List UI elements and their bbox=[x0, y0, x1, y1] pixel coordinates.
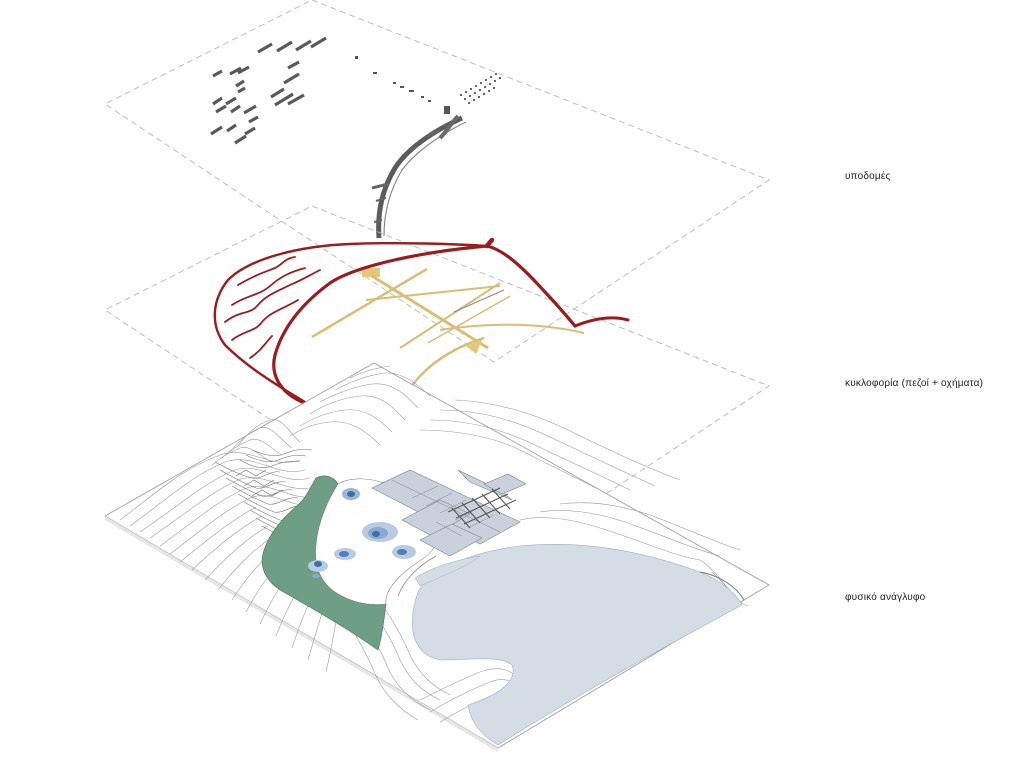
pergola-structure bbox=[447, 487, 517, 529]
building-grid bbox=[391, 479, 501, 537]
hillside-hatching bbox=[214, 448, 317, 545]
terrain-base bbox=[104, 362, 770, 749]
harbor-jetty bbox=[699, 571, 745, 601]
building-blocks bbox=[210, 36, 327, 145]
layer-label-terrain: φυσικό ανάγλυφο bbox=[845, 592, 926, 603]
pedestrian-network bbox=[311, 267, 585, 466]
infrastructure-layer bbox=[104, 0, 770, 363]
layer-label-infrastructure: υποδομές bbox=[845, 171, 891, 182]
pier-infrastructure bbox=[355, 56, 450, 114]
layer-label-circulation: κυκλοφορία (πεζοί + οχήματα) bbox=[845, 378, 984, 389]
wetland-pools bbox=[308, 488, 416, 578]
promenade-structure bbox=[371, 114, 467, 239]
infrastructure-plane bbox=[104, 0, 770, 363]
bay-water bbox=[411, 544, 743, 746]
outer-road bbox=[213, 241, 489, 407]
coastal-path bbox=[397, 555, 437, 597]
cove-water bbox=[414, 555, 481, 587]
parking-grid bbox=[460, 73, 501, 104]
terrain-layer bbox=[104, 362, 770, 752]
plaza-block bbox=[362, 268, 380, 277]
terrain-base-edge bbox=[105, 516, 498, 752]
